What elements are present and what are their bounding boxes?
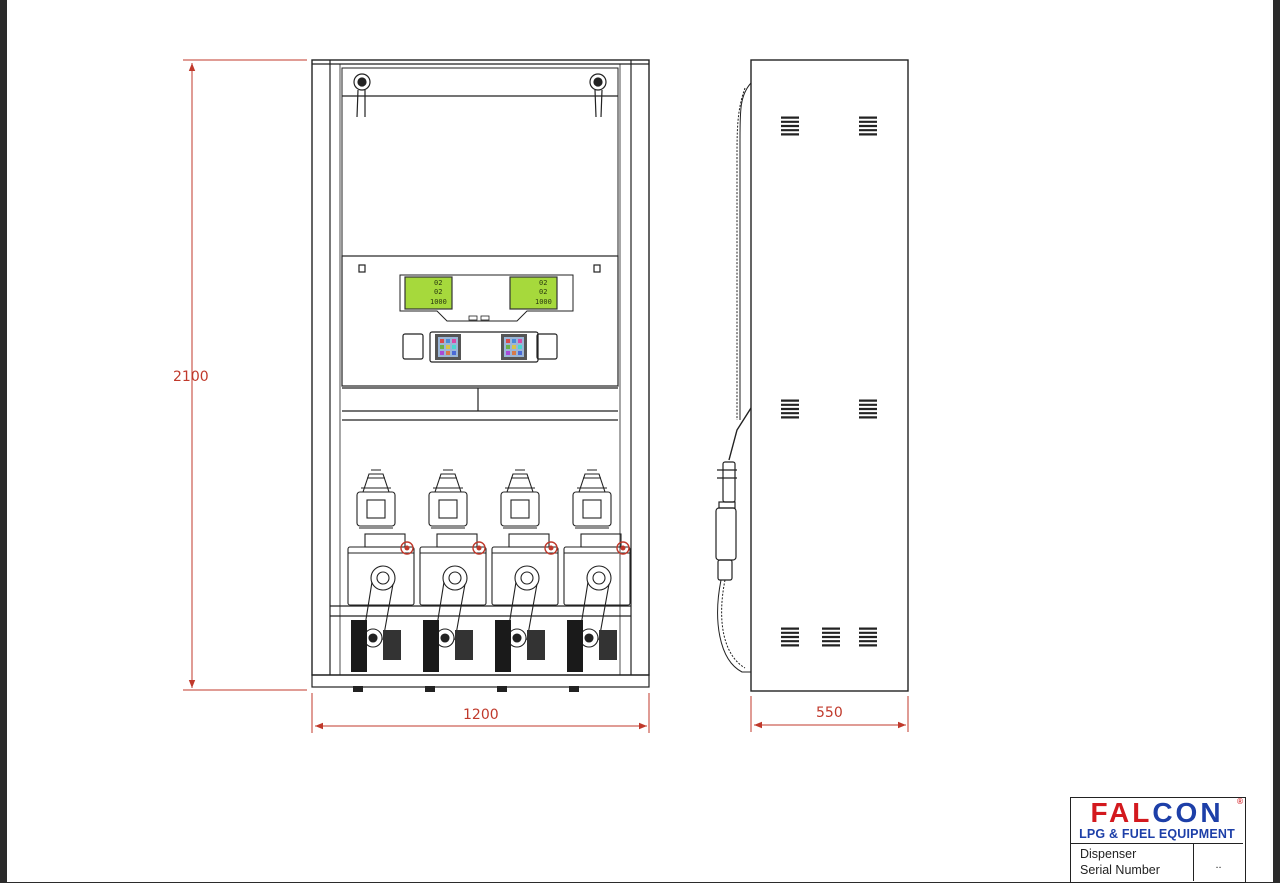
pump-unit-3 bbox=[491, 469, 559, 692]
technical-drawing: 2100 1200 550 bbox=[173, 59, 909, 733]
svg-text:1000: 1000 bbox=[535, 298, 552, 306]
vent-slot-5 bbox=[781, 627, 799, 647]
vent-slot-7 bbox=[859, 627, 877, 647]
width-label: 1200 bbox=[463, 707, 499, 723]
keypad-left bbox=[435, 334, 461, 360]
front-view bbox=[311, 59, 650, 688]
height-label: 2100 bbox=[173, 369, 209, 385]
registered-mark: ® bbox=[1236, 797, 1244, 806]
svg-text:1000: 1000 bbox=[430, 298, 447, 306]
depth-dimension bbox=[750, 696, 909, 732]
vent-slot-4 bbox=[859, 399, 877, 419]
lcd-left-readout: 02 02 1000 bbox=[430, 279, 447, 306]
vent-slot-6 bbox=[822, 627, 840, 647]
height-dimension bbox=[183, 59, 307, 691]
lcd-left bbox=[404, 276, 453, 310]
hose bbox=[739, 82, 752, 420]
pump-unit-4 bbox=[563, 469, 631, 692]
nozzle bbox=[715, 407, 752, 581]
dispenser-label: Dispenser bbox=[1080, 847, 1137, 861]
hook-left bbox=[353, 73, 371, 118]
side-view bbox=[715, 59, 909, 692]
svg-text:02: 02 bbox=[539, 279, 547, 287]
serial-number-value: .. bbox=[1215, 859, 1222, 871]
pump-unit-1 bbox=[347, 469, 415, 692]
title-block: FALCON ® LPG & FUEL EQUIPMENT Dispenser … bbox=[1070, 797, 1246, 883]
vent-slot-1 bbox=[781, 116, 799, 136]
width-dimension bbox=[311, 693, 650, 733]
svg-text:02: 02 bbox=[434, 279, 442, 287]
vent-slot-3 bbox=[781, 399, 799, 419]
brand-logo: FALCON bbox=[1071, 798, 1243, 828]
pump-unit-2 bbox=[419, 469, 487, 692]
serial-number-label: Serial Number bbox=[1080, 863, 1160, 877]
svg-text:02: 02 bbox=[539, 288, 547, 296]
hook-right bbox=[589, 73, 607, 118]
field-divider bbox=[1193, 844, 1194, 881]
lcd-right bbox=[509, 276, 558, 310]
side-vents bbox=[781, 116, 877, 647]
pump-units bbox=[347, 469, 631, 692]
vent-slot-2 bbox=[859, 116, 877, 136]
drawing-sheet: 2100 1200 550 bbox=[7, 0, 1273, 883]
brand-logo-red: FAL bbox=[1090, 797, 1153, 828]
brand-subtitle: LPG & FUEL EQUIPMENT bbox=[1079, 827, 1235, 841]
display-panel bbox=[341, 255, 619, 387]
lcd-right-readout: 02 02 1000 bbox=[535, 279, 552, 306]
keypad-right bbox=[501, 334, 527, 360]
depth-label: 550 bbox=[816, 705, 843, 721]
svg-text:02: 02 bbox=[434, 288, 442, 296]
brand-logo-blue: CON bbox=[1152, 797, 1224, 828]
title-block-fields: Dispenser Serial Number .. bbox=[1071, 843, 1243, 881]
